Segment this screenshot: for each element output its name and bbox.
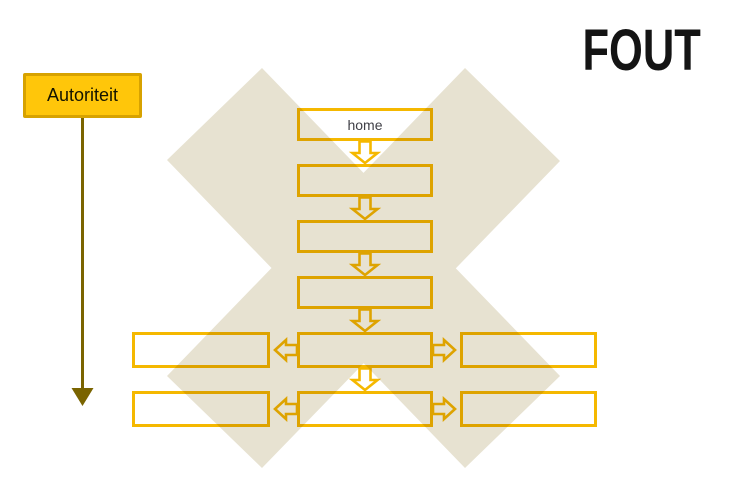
- authority-label-box: Autoriteit: [23, 73, 142, 118]
- down-arrow-icon: [348, 367, 382, 392]
- left-arrow-icon: [273, 337, 299, 363]
- verdict-heading: FOUT: [582, 18, 701, 83]
- left-arrow-icon: [273, 396, 299, 422]
- down-arrow-icon: [348, 140, 382, 165]
- right-arrow-icon: [431, 396, 457, 422]
- down-arrow-icon: [348, 196, 382, 221]
- right-arrow-icon: [431, 337, 457, 363]
- authority-arrowhead-icon: [71, 388, 94, 406]
- down-arrow-icon: [348, 308, 382, 333]
- authority-pointer-line: [81, 117, 84, 390]
- down-arrow-icon: [348, 252, 382, 277]
- authority-label: Autoriteit: [46, 85, 119, 105]
